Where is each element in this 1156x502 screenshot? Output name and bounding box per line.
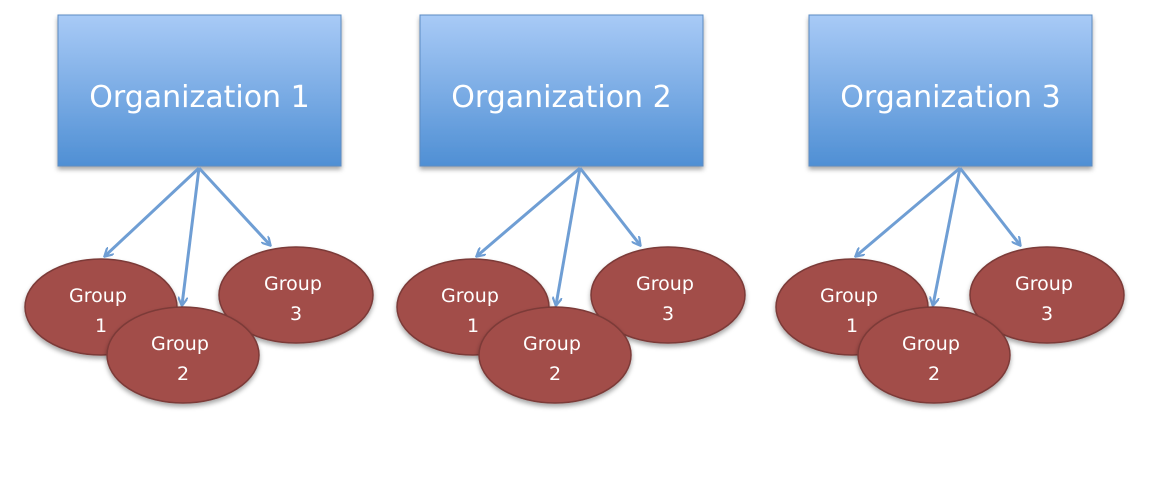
connector-arrow bbox=[197, 166, 270, 245]
org-cluster-3: Organization 3 Group 1 Group 3 Group 2 bbox=[775, 14, 1125, 404]
group-node-3: Group 3 bbox=[590, 246, 746, 344]
group-word: Group bbox=[523, 333, 581, 355]
org-label: Organization 2 bbox=[451, 80, 671, 115]
group-word: Group bbox=[264, 273, 322, 295]
connector-arrow bbox=[933, 167, 962, 305]
svg-text:Group 2: Group 2 bbox=[523, 333, 587, 385]
connector-arrow bbox=[105, 166, 201, 256]
group-node-2: Group 2 bbox=[106, 306, 260, 404]
group-number: 2 bbox=[177, 363, 189, 385]
group-number: 1 bbox=[467, 315, 479, 337]
svg-text:Group 3: Group 3 bbox=[264, 273, 328, 325]
connector-arrow bbox=[477, 166, 581, 256]
org-cluster-1: Organization 1 Group 1 Group 3 Group 2 bbox=[24, 14, 374, 404]
group-word: Group bbox=[820, 285, 878, 307]
group-number: 2 bbox=[928, 363, 940, 385]
group-word: Group bbox=[1015, 273, 1073, 295]
svg-text:Group 3: Group 3 bbox=[636, 273, 700, 325]
group-number: 3 bbox=[1041, 303, 1053, 325]
svg-text:Group 2: Group 2 bbox=[902, 333, 966, 385]
group-number: 1 bbox=[95, 315, 107, 337]
svg-text:Group 2: Group 2 bbox=[151, 333, 215, 385]
group-number: 2 bbox=[549, 363, 561, 385]
group-node-2: Group 2 bbox=[478, 306, 632, 404]
org-cluster-2: Organization 2 Group 1 Group 3 Group 2 bbox=[396, 14, 746, 404]
group-word: Group bbox=[636, 273, 694, 295]
group-node-3: Group 3 bbox=[218, 246, 374, 344]
connector-arrow bbox=[556, 167, 582, 305]
connector-arrow bbox=[182, 167, 201, 305]
connector-arrow bbox=[856, 166, 961, 256]
group-word: Group bbox=[69, 285, 127, 307]
group-number: 3 bbox=[290, 303, 302, 325]
org-box bbox=[419, 14, 704, 167]
group-number: 1 bbox=[846, 315, 858, 337]
svg-text:Group 1: Group 1 bbox=[820, 285, 884, 337]
svg-text:Group 3: Group 3 bbox=[1015, 273, 1079, 325]
org-box bbox=[808, 14, 1093, 167]
group-word: Group bbox=[902, 333, 960, 355]
svg-text:Group 1: Group 1 bbox=[441, 285, 505, 337]
group-node-2: Group 2 bbox=[857, 306, 1011, 404]
org-label: Organization 1 bbox=[89, 80, 309, 115]
svg-text:Group 1: Group 1 bbox=[69, 285, 133, 337]
group-word: Group bbox=[441, 285, 499, 307]
connector-arrow bbox=[958, 167, 1020, 245]
group-number: 3 bbox=[662, 303, 674, 325]
group-word: Group bbox=[151, 333, 209, 355]
connector-arrow bbox=[578, 167, 640, 245]
group-node-3: Group 3 bbox=[969, 246, 1125, 344]
org-box bbox=[57, 14, 342, 167]
org-label: Organization 3 bbox=[840, 80, 1060, 115]
